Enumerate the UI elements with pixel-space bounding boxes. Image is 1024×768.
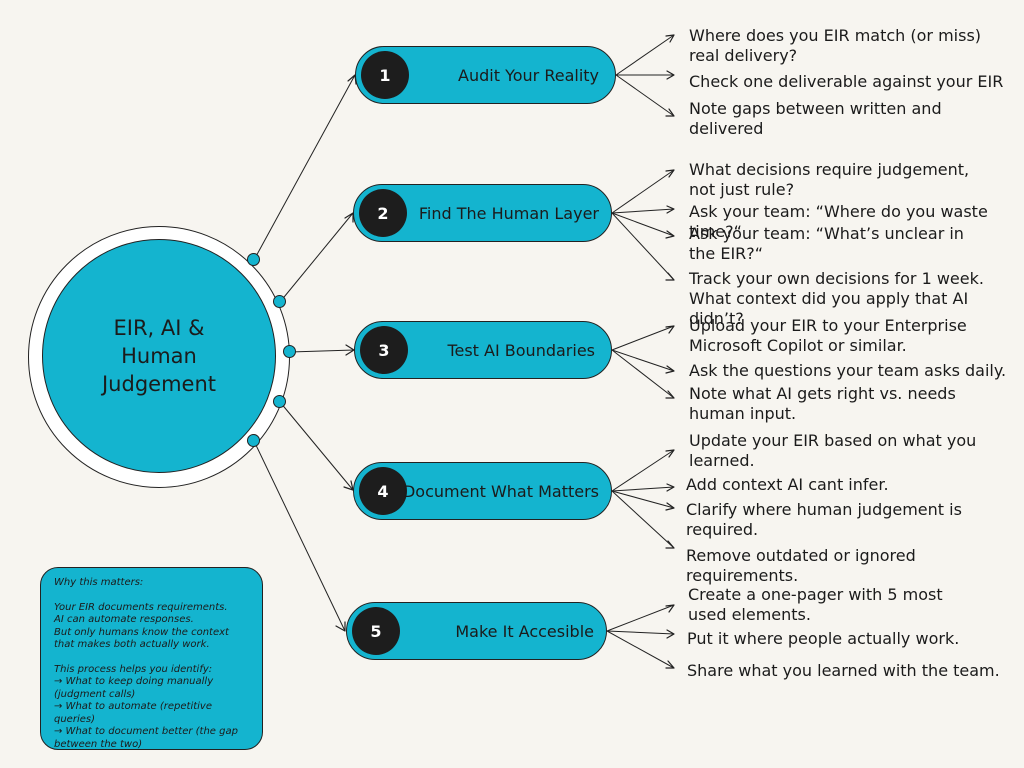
hub-dot-2 bbox=[273, 295, 286, 308]
step-5-pill: 5 Make It Accesible bbox=[346, 602, 607, 660]
note-paragraph: Your EIR documents requirements. AI can … bbox=[54, 601, 229, 651]
note-point-1: → What to keep doing manually (judgment … bbox=[54, 676, 214, 700]
note-heading: Why this matters: bbox=[54, 577, 144, 588]
step-2-item-3: Ask your team: “What’s unclear in the EI… bbox=[689, 224, 964, 263]
step-1-item-1: Where does you EIR match (or miss) real … bbox=[689, 26, 982, 65]
why-this-matters-note: Why this matters: Your EIR documents req… bbox=[40, 567, 263, 750]
note-point-2: → What to automate (repetitive queries) bbox=[54, 701, 212, 725]
step-2-label: Find The Human Layer bbox=[418, 203, 599, 223]
step-1-item-2: Check one deliverable against your EIR bbox=[689, 72, 1004, 91]
step-1-item-3: Note gaps between written and delivered bbox=[689, 99, 942, 138]
step-5-item-1: Create a one-pager with 5 most used elem… bbox=[688, 585, 943, 624]
step-2-pill: 2 Find The Human Layer bbox=[353, 184, 612, 242]
step-2-number: 2 bbox=[359, 189, 407, 237]
hub-dot-3 bbox=[283, 345, 296, 358]
hub-dot-1 bbox=[247, 253, 260, 266]
hub-dot-5 bbox=[247, 434, 260, 447]
step-1-pill: 1 Audit Your Reality bbox=[355, 46, 616, 104]
step-3-label: Test AI Boundaries bbox=[447, 340, 595, 360]
note-intro: This process helps you identify: bbox=[54, 663, 213, 675]
step-4-item-2: Add context AI cant infer. bbox=[686, 475, 889, 494]
step-5-number: 5 bbox=[352, 607, 400, 655]
step-5-item-3: Share what you learned with the team. bbox=[687, 661, 1000, 680]
step-5-item-2: Put it where people actually work. bbox=[687, 629, 960, 648]
step-3-item-1: Upload your EIR to your Enterprise Micro… bbox=[689, 316, 967, 355]
step-2-item-4: Track your own decisions for 1 week. Wha… bbox=[689, 269, 984, 328]
hub-dot-4 bbox=[273, 395, 286, 408]
note-point-3: → What to document better (the gap betwe… bbox=[54, 726, 238, 750]
step-1-label: Audit Your Reality bbox=[458, 65, 599, 85]
step-2-item-1: What decisions require judgement, not ju… bbox=[689, 160, 970, 199]
step-3-number: 3 bbox=[360, 326, 408, 374]
step-4-pill: 4 Document What Matters bbox=[353, 462, 612, 520]
step-5-label: Make It Accesible bbox=[455, 621, 594, 641]
step-4-item-1: Update your EIR based on what you learne… bbox=[689, 431, 977, 470]
step-3-item-3: Note what AI gets right vs. needs human … bbox=[689, 384, 956, 423]
step-3-pill: 3 Test AI Boundaries bbox=[354, 321, 612, 379]
step-1-number: 1 bbox=[361, 51, 409, 99]
step-4-label: Document What Matters bbox=[402, 481, 599, 501]
step-4-number: 4 bbox=[359, 467, 407, 515]
hub-circle: EIR, AI & Human Judgement bbox=[42, 239, 276, 473]
step-4-item-4: Remove outdated or ignored requirements. bbox=[686, 546, 916, 585]
hub-title: EIR, AI & Human Judgement bbox=[101, 316, 216, 396]
step-2-item-2: Ask your team: “Where do you waste time?… bbox=[689, 202, 988, 241]
step-4-item-3: Clarify where human judgement is require… bbox=[686, 500, 962, 539]
step-3-item-2: Ask the questions your team asks daily. bbox=[689, 361, 1007, 380]
